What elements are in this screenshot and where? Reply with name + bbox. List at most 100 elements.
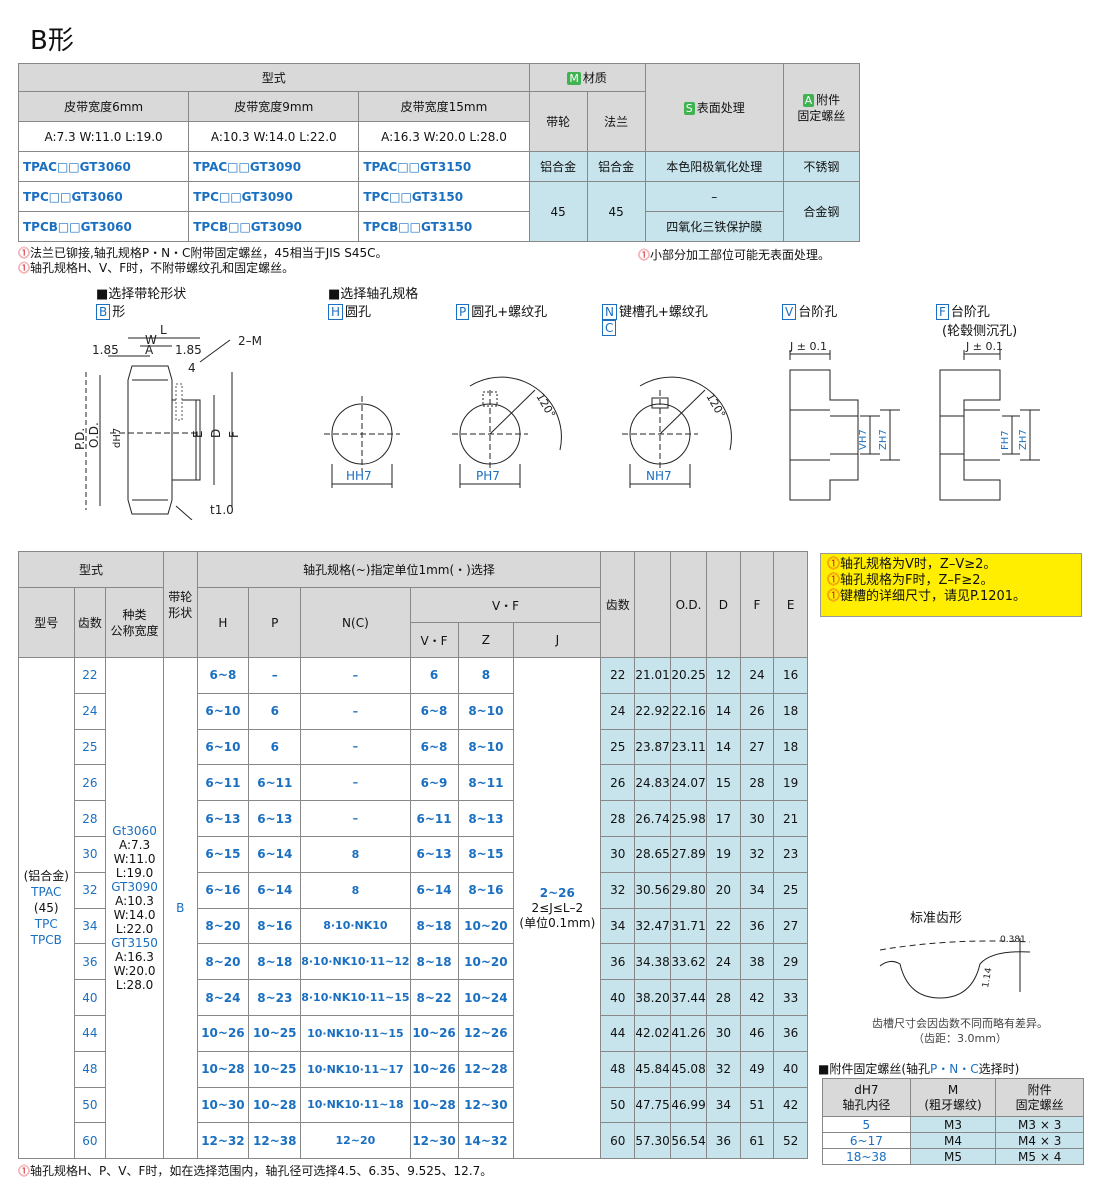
- pd-cell: 57.30: [634, 1122, 672, 1160]
- bore-vf-cell: 6~13: [409, 835, 459, 873]
- od-cell: 41.26: [670, 1014, 708, 1052]
- screw-h3: 附件固定螺丝: [995, 1078, 1084, 1117]
- bore-h-cell: 6~13: [196, 800, 250, 837]
- bore-n-cell: 8·10·NK10·11~15: [300, 979, 411, 1016]
- bore-n-cell: 8·10·NK10·11~12: [300, 943, 411, 981]
- bore-n-drawing: [622, 376, 732, 488]
- bore-h-cell: 6~10: [196, 728, 250, 766]
- bore-z-cell: 10~24: [457, 979, 515, 1016]
- screw-material: 合金钢: [782, 181, 861, 242]
- surface-treatment: –: [644, 181, 784, 212]
- bore-h-cell: 12~32: [196, 1122, 250, 1160]
- dim-w: W: [145, 333, 157, 347]
- bore-h-cell: 8~24: [196, 979, 250, 1016]
- h-shape: 带轮 形状: [162, 551, 198, 658]
- model-cell: TPCB□□GT3060: [17, 211, 190, 242]
- f-cell: 28: [739, 764, 775, 802]
- bore-z-cell: 8~10: [457, 692, 515, 730]
- teeth-cell: 28: [73, 800, 107, 837]
- teeth-cell: 44: [73, 1014, 107, 1052]
- bore-h-cell: 6~10: [196, 692, 250, 730]
- bore-h-cell: 10~30: [196, 1086, 250, 1124]
- dim-nh7: NH7: [646, 469, 672, 483]
- bore-p-drawing: [452, 376, 562, 488]
- h-p: P: [248, 587, 302, 658]
- d-cell: 36: [706, 1122, 741, 1160]
- bore-label: 圆孔: [345, 305, 372, 320]
- acc-header: 附件 固定螺丝: [797, 92, 846, 123]
- f-cell: 49: [739, 1050, 775, 1088]
- bore-z-cell: 8: [457, 657, 515, 694]
- teeth-cell: 32: [73, 871, 107, 909]
- d-cell: 15: [706, 764, 741, 802]
- dim-j-v: J ± 0.1: [789, 340, 827, 353]
- dim-2m: 2–M: [238, 334, 262, 348]
- teeth-cell-2: 36: [600, 943, 636, 981]
- e-cell: 18: [773, 692, 808, 730]
- teeth-cell-2: 26: [600, 764, 636, 802]
- bore-title: ■选择轴孔规格: [328, 287, 419, 302]
- screw-cell: M3: [909, 1116, 997, 1133]
- shape-label: 形: [112, 305, 126, 320]
- bore-label: 台阶孔: [950, 305, 990, 320]
- e-cell: 52: [773, 1122, 808, 1160]
- note-line: ⓵法兰已铆接,轴孔规格P・N・C附带固定螺丝，45相当于JIS S45C。: [18, 246, 387, 261]
- bore-h-cell: 6~8: [196, 657, 250, 694]
- e-cell: 25: [773, 871, 808, 909]
- bore-z-cell: 8~16: [457, 871, 515, 909]
- bore-label: 键槽孔+螺纹孔: [618, 305, 708, 320]
- angle-120-p: 120°: [533, 391, 558, 420]
- model-cell: TPCB□□GT3090: [188, 211, 360, 242]
- bore-p-cell: 6~11: [248, 764, 302, 802]
- pd-cell: 32.47: [634, 907, 672, 945]
- model-header: 型式: [18, 63, 530, 92]
- e-cell: 27: [773, 907, 808, 945]
- bore-vf-cell: 6~9: [409, 764, 459, 802]
- pd-cell: 21.01: [634, 657, 672, 694]
- e-cell: 23: [773, 835, 808, 873]
- bore-vf-cell: 10~26: [409, 1014, 459, 1052]
- warning-icon: ⓵: [18, 1164, 31, 1178]
- e-cell: 36: [773, 1014, 808, 1052]
- bore-vf-cell: 10~26: [409, 1050, 459, 1088]
- teeth-cell: 48: [73, 1050, 107, 1088]
- d-cell: 34: [706, 1086, 741, 1124]
- screw-cell: 18~38: [822, 1148, 911, 1165]
- od-cell: 33.62: [670, 943, 708, 981]
- bore-vf-cell: 10~28: [409, 1086, 459, 1124]
- bore-p-cell: 10~25: [248, 1014, 302, 1052]
- f-cell: 24: [739, 657, 775, 694]
- type-text: (铝合金): [23, 869, 69, 884]
- kind-text: W:20.0: [113, 964, 156, 979]
- d-cell: 14: [706, 692, 741, 730]
- d-cell: 17: [706, 800, 741, 837]
- screw-cell: M3 × 3: [995, 1116, 1084, 1133]
- bore-letter: H: [328, 304, 344, 320]
- f-cell: 61: [739, 1122, 775, 1160]
- bore-h-drawing: [324, 396, 400, 488]
- surface-treatment: 四氧化三铁保护膜: [644, 211, 784, 242]
- dim-l: L: [160, 323, 167, 337]
- j-text: 2≤J≤L–2: [531, 900, 584, 915]
- e-cell: 21: [773, 800, 808, 837]
- h-type: 型号: [18, 587, 75, 658]
- bore-h-cell: 6~16: [196, 871, 250, 909]
- kind-text: A:7.3: [119, 838, 151, 853]
- teeth-cell-2: 28: [600, 800, 636, 837]
- dim-f: F: [227, 431, 241, 438]
- yellow-notes: ⓵轴孔规格为V时，Z–V≥2。 ⓵轴孔规格为F时，Z–F≥2。 ⓵键槽的详细尺寸…: [820, 553, 1082, 617]
- bore-h-cell: 6~11: [196, 764, 250, 802]
- teeth-cell-2: 40: [600, 979, 636, 1016]
- screw-cell: M4 × 3: [995, 1132, 1084, 1149]
- pd-cell: 34.38: [634, 943, 672, 981]
- bore-h-cell: 6~15: [196, 835, 250, 873]
